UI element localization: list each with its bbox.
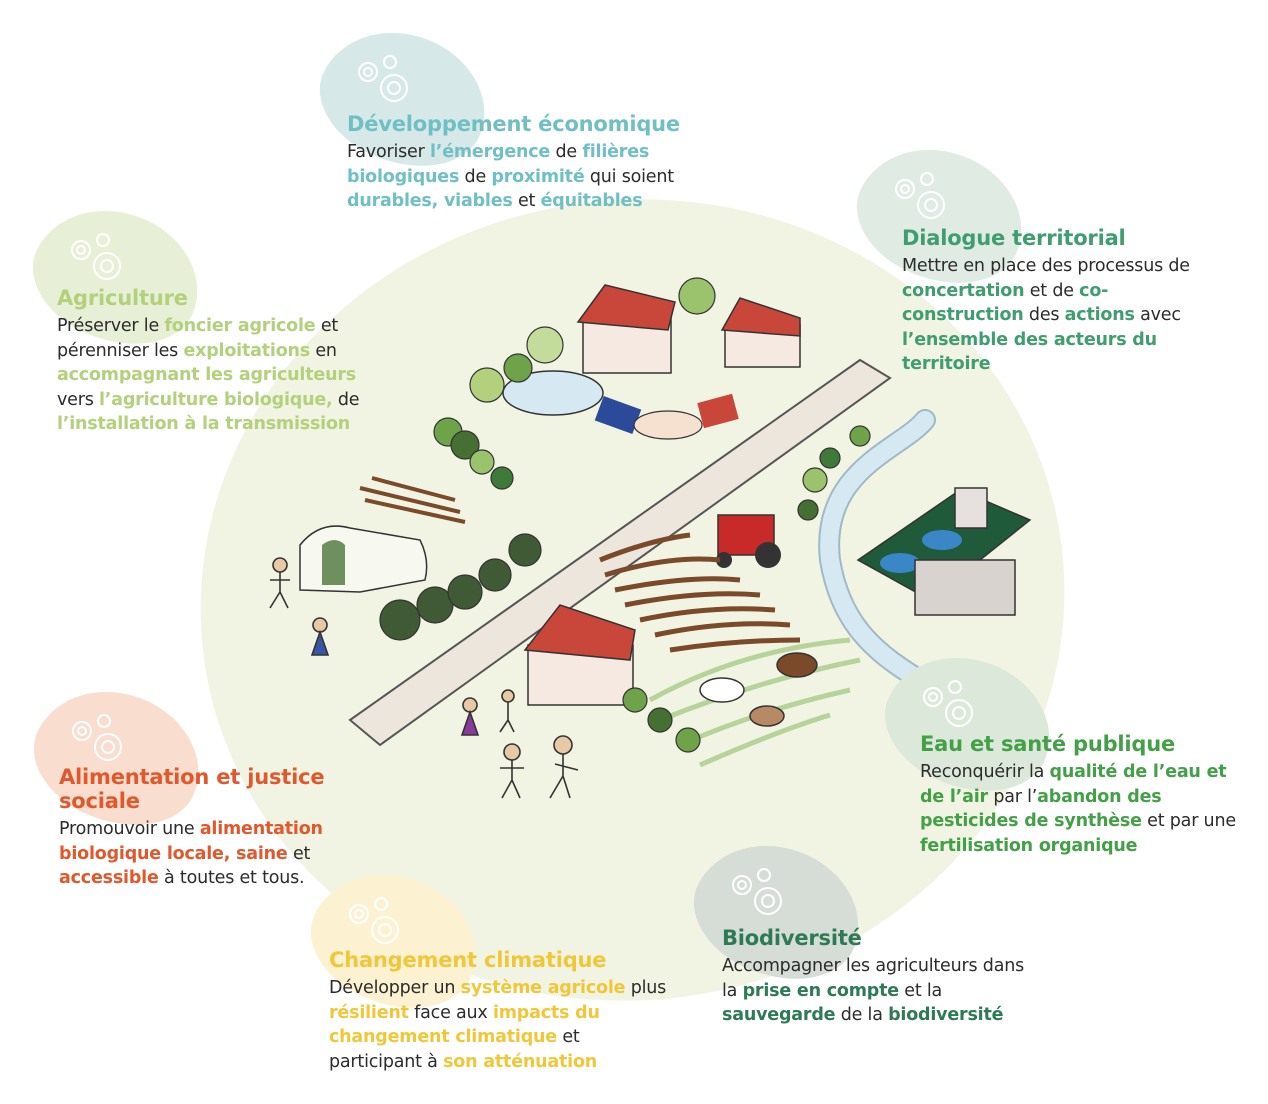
highlighted-text: proximité xyxy=(491,166,585,187)
body-text: et xyxy=(512,191,541,212)
highlighted-text: prise en compte xyxy=(742,980,900,1001)
highlighted-text: accompagnant les agriculteurs xyxy=(57,365,356,386)
ploughed-field xyxy=(599,532,801,653)
body-text: et la xyxy=(898,980,943,1001)
body-text: de xyxy=(550,142,583,162)
body-text: Mettre en place des processus de xyxy=(902,256,1190,276)
section-description: Préserver le foncier agricole et pérenni… xyxy=(57,314,397,437)
highlighted-text: qualité de l’eau et de l’air xyxy=(920,762,1227,807)
gears-icon xyxy=(915,675,985,735)
section-description: Développer un système agricole plus rési… xyxy=(329,976,669,1074)
people xyxy=(269,557,579,799)
body-text: Reconquérir la xyxy=(920,762,1050,782)
section-description: Accompagner les agriculteurs dans la pri… xyxy=(722,954,1042,1028)
gears-icon xyxy=(724,863,794,923)
highlighted-text: foncier agricole xyxy=(164,316,316,336)
section-title: Changement climatique xyxy=(329,948,607,972)
body-text: Promouvoir une xyxy=(59,819,200,839)
section-title: Biodiversité xyxy=(722,926,862,950)
body-text: à toutes et tous. xyxy=(158,868,305,889)
body-text: en xyxy=(310,340,337,361)
gears-icon xyxy=(63,228,133,288)
water-treatment-plant-icon xyxy=(856,487,1032,616)
tractor-icon xyxy=(716,514,781,568)
gears-icon xyxy=(341,892,411,952)
greenhouse-icon xyxy=(299,525,428,593)
gears-icon xyxy=(64,709,134,769)
section-title: Dialogue territorial xyxy=(902,226,1126,250)
body-text: avec xyxy=(1134,305,1181,326)
gears-icon xyxy=(887,167,957,227)
highlighted-text: fertilisation organique xyxy=(920,835,1138,856)
body-text: des xyxy=(1023,305,1065,326)
highlighted-text: abandon des pesticides de synthèse xyxy=(920,786,1162,832)
body-text: Préserver le xyxy=(57,316,165,336)
highlighted-text: système agricole xyxy=(460,978,626,998)
body-text: Accompagner les agriculteurs dans la xyxy=(722,956,1025,1001)
body-text: de xyxy=(459,166,492,187)
trees xyxy=(379,277,871,753)
pond-icon xyxy=(502,370,604,416)
highlighted-text: l’agriculture biologique, xyxy=(99,389,333,410)
section-description: Reconquérir la qualité de l’eau et de l’… xyxy=(920,760,1250,858)
house-icon xyxy=(720,297,801,368)
body-text: et participant à xyxy=(329,1027,580,1072)
highlighted-text: l’installation à la transmission xyxy=(57,414,351,435)
body-text: et xyxy=(287,843,311,864)
highlighted-text: accessible xyxy=(59,868,159,889)
highlighted-text: actions xyxy=(1064,305,1135,326)
highlighted-text: l’émergence xyxy=(429,142,551,162)
cow-icon xyxy=(776,652,818,678)
body-text: et par une xyxy=(1141,811,1236,832)
section-title: Agriculture xyxy=(57,286,188,310)
section-title: Eau et santé publique xyxy=(920,732,1176,756)
highlighted-text: filières biologiques xyxy=(347,142,650,187)
highlighted-text: impacts du changement climatique xyxy=(329,1002,600,1048)
body-text: Développer un xyxy=(329,978,461,998)
body-text: face aux xyxy=(408,1002,493,1023)
body-text: vers xyxy=(57,389,99,410)
section-description: Favoriser l’émergence de filières biolog… xyxy=(347,140,707,214)
highlighted-text: biodiversité xyxy=(888,1005,1004,1026)
highlighted-text: exploitations xyxy=(183,340,310,361)
section-title: Alimentation et justice sociale xyxy=(59,765,325,813)
body-text: et de xyxy=(1024,280,1080,301)
highlighted-text: sauvegarde xyxy=(722,1005,836,1026)
body-text: Favoriser xyxy=(347,142,430,162)
section-title: Développement économique xyxy=(347,112,680,136)
highlighted-text: équitables xyxy=(540,191,643,212)
section-description: Promouvoir une alimentation biologique l… xyxy=(59,817,379,891)
highlighted-text: résilient xyxy=(329,1002,409,1023)
highlighted-text: durables, viables xyxy=(347,191,513,212)
cow-icon xyxy=(749,705,785,727)
body-text: et pérenniser les xyxy=(57,316,339,361)
highlighted-text: son atténuation xyxy=(443,1051,598,1072)
highlighted-text: co-construction xyxy=(902,280,1109,326)
house-icon xyxy=(523,604,636,706)
body-text: qui soient xyxy=(584,166,674,187)
body-text: plus xyxy=(625,978,667,998)
cow-icon xyxy=(699,677,745,703)
handshake-icon xyxy=(594,393,739,440)
house-icon xyxy=(576,284,676,374)
highlighted-text: concertation xyxy=(902,280,1025,301)
body-text: par l’ xyxy=(987,786,1038,807)
vegetable-bed xyxy=(359,476,466,524)
highlighted-text: alimentation biologique locale, saine xyxy=(59,819,323,864)
body-text: de xyxy=(332,389,360,410)
section-description: Mettre en place des processus de concert… xyxy=(902,254,1222,377)
highlighted-text: l’ensemble des acteurs du territoire xyxy=(902,329,1157,375)
gears-icon xyxy=(350,50,420,110)
body-text: de la xyxy=(835,1005,889,1026)
